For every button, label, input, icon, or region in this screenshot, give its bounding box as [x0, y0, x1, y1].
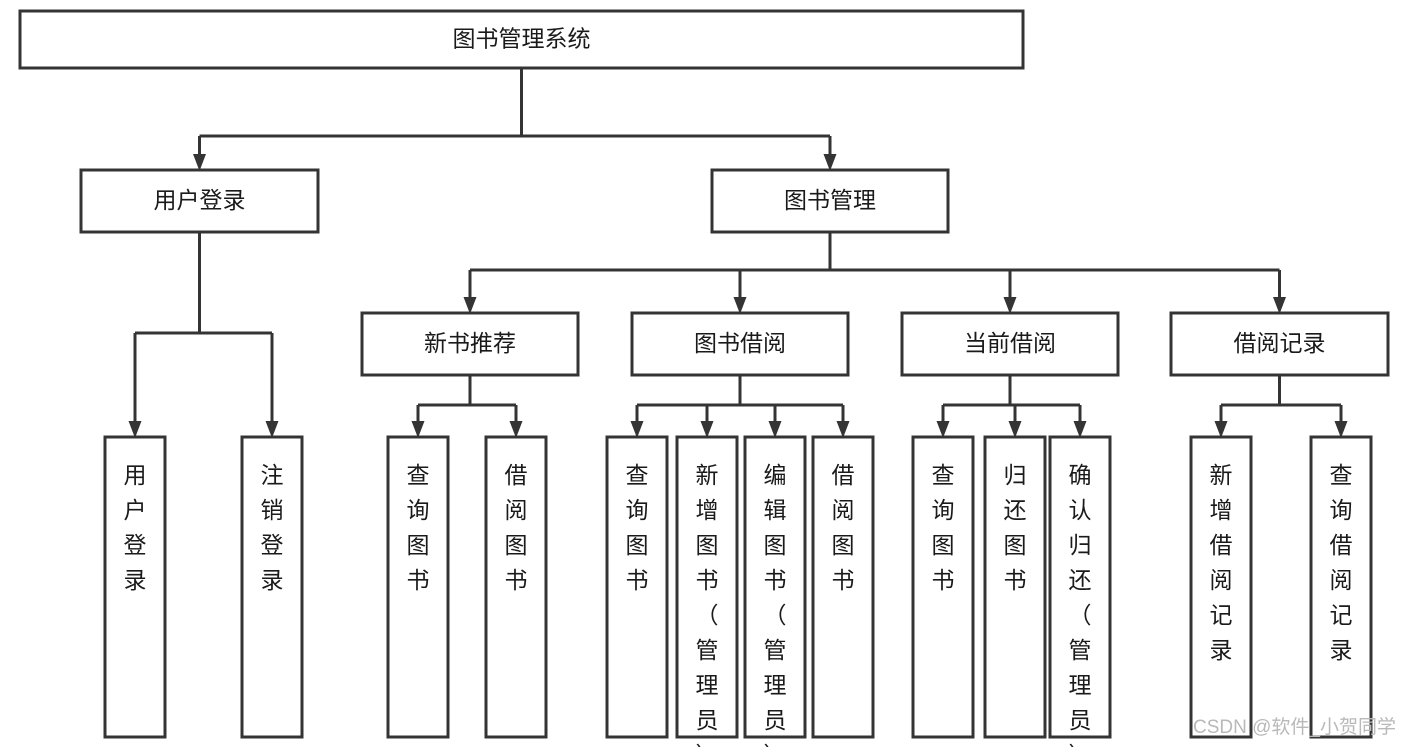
connector-group-l2_book: [463, 232, 1286, 314]
arrow-head-leaf_user_login: [128, 421, 142, 438]
arrow-head-l2_user: [193, 154, 206, 171]
node-l2_user[interactable]: 用户登录: [79, 168, 320, 234]
node-box[interactable]: [710, 168, 950, 234]
node-label: 借阅图书: [505, 462, 528, 593]
node-box[interactable]: [360, 311, 580, 377]
node-box[interactable]: [675, 435, 739, 739]
node-l3_record[interactable]: 借阅记录: [1169, 311, 1390, 377]
node-box[interactable]: [1309, 435, 1373, 739]
node-leaf_c_confirm[interactable]: 确认归还（管理员）: [1048, 435, 1112, 747]
arrow-head-leaf_r_query: [1334, 421, 1348, 438]
node-leaf_c_return[interactable]: 归还图书: [983, 435, 1047, 739]
node-label: 查询借阅记录: [1330, 462, 1353, 663]
node-label: 编辑图书（管理员）: [764, 462, 787, 747]
arrow-head-leaf_b_query: [630, 421, 644, 438]
arrow-head-l3_current: [1003, 297, 1017, 314]
node-box[interactable]: [1189, 435, 1253, 739]
arrow-head-leaf_c_return: [1008, 421, 1022, 438]
arrow-head-leaf_new_query: [411, 421, 425, 438]
node-label: 查询图书: [407, 462, 430, 593]
node-l3_current[interactable]: 当前借阅: [900, 311, 1120, 377]
connector-group-l2_user: [128, 232, 279, 438]
node-leaf_user_login[interactable]: 用户登录: [103, 435, 167, 739]
node-box[interactable]: [386, 435, 450, 739]
connector-group-root: [193, 68, 837, 171]
arrow-head-l3_record: [1273, 297, 1286, 314]
node-root[interactable]: 图书管理系统: [18, 9, 1025, 70]
node-l3_borrow[interactable]: 图书借阅: [630, 311, 850, 377]
node-box[interactable]: [630, 311, 850, 377]
node-label: 当前借阅: [964, 330, 1056, 356]
node-leaf_r_query[interactable]: 查询借阅记录: [1309, 435, 1373, 739]
arrow-head-l3_new: [463, 297, 477, 314]
node-box[interactable]: [743, 435, 807, 739]
node-label: 查询图书: [932, 462, 955, 593]
node-leaf_new_query[interactable]: 查询图书: [386, 435, 450, 739]
node-leaf_new_borrow[interactable]: 借阅图书: [484, 435, 548, 739]
node-box[interactable]: [79, 168, 320, 234]
arrow-head-leaf_new_borrow: [509, 421, 523, 438]
node-label: 用户登录: [154, 187, 246, 213]
node-layer: 图书管理系统用户登录图书管理新书推荐图书借阅当前借阅借阅记录用户登录注销登录查询…: [18, 9, 1390, 747]
arrow-head-leaf_c_query: [936, 421, 950, 438]
arrow-head-leaf_b_edit: [768, 421, 782, 438]
connector-group-l3_current: [936, 375, 1087, 438]
node-label: 用户登录: [124, 462, 147, 593]
arrow-head-leaf_user_logout: [265, 421, 279, 438]
arrow-head-leaf_b_borrow: [836, 421, 850, 438]
node-box[interactable]: [911, 435, 975, 739]
arrow-head-leaf_b_add: [700, 421, 714, 438]
node-box[interactable]: [484, 435, 548, 739]
node-l2_book[interactable]: 图书管理: [710, 168, 950, 234]
node-box[interactable]: [18, 9, 1025, 70]
arrow-head-l2_book: [823, 154, 837, 171]
node-label: 图书管理系统: [453, 26, 591, 52]
node-label: 确认归还（管理员）: [1069, 462, 1092, 747]
node-box[interactable]: [900, 311, 1120, 377]
node-label: 查询图书: [626, 462, 649, 593]
node-leaf_r_add[interactable]: 新增借阅记录: [1189, 435, 1253, 739]
watermark-label: CSDN @软件_小贺同学: [1193, 716, 1396, 738]
node-label: 新增借阅记录: [1210, 462, 1233, 663]
node-label: 注销登录: [261, 462, 284, 593]
edge-layer: [128, 68, 1348, 438]
node-label: 归还图书: [1004, 462, 1027, 593]
node-box[interactable]: [605, 435, 669, 739]
connector-group-l3_borrow: [630, 375, 850, 438]
connector-group-l3_record: [1214, 375, 1348, 438]
node-label: 借阅图书: [832, 462, 855, 593]
node-leaf_user_logout[interactable]: 注销登录: [240, 435, 304, 739]
node-label: 借阅记录: [1234, 330, 1326, 356]
node-leaf_b_edit[interactable]: 编辑图书（管理员）: [743, 435, 807, 747]
arrow-head-l3_borrow: [733, 297, 747, 314]
node-box[interactable]: [983, 435, 1047, 739]
node-box[interactable]: [240, 435, 304, 739]
connector-group-l3_new: [411, 375, 523, 438]
node-label: 新增图书（管理员）: [696, 462, 719, 747]
node-leaf_b_borrow[interactable]: 借阅图书: [811, 435, 875, 739]
node-leaf_b_query[interactable]: 查询图书: [605, 435, 669, 739]
node-box[interactable]: [1169, 311, 1390, 377]
node-label: 新书推荐: [424, 330, 516, 356]
node-l3_new[interactable]: 新书推荐: [360, 311, 580, 377]
node-leaf_b_add[interactable]: 新增图书（管理员）: [675, 435, 739, 747]
node-box[interactable]: [811, 435, 875, 739]
node-leaf_c_query[interactable]: 查询图书: [911, 435, 975, 739]
arrow-head-leaf_c_confirm: [1073, 421, 1087, 438]
node-box[interactable]: [1048, 435, 1112, 739]
node-label: 图书借阅: [694, 330, 786, 356]
arrow-head-leaf_r_add: [1214, 421, 1228, 438]
node-label: 图书管理: [784, 187, 876, 213]
node-box[interactable]: [103, 435, 167, 739]
